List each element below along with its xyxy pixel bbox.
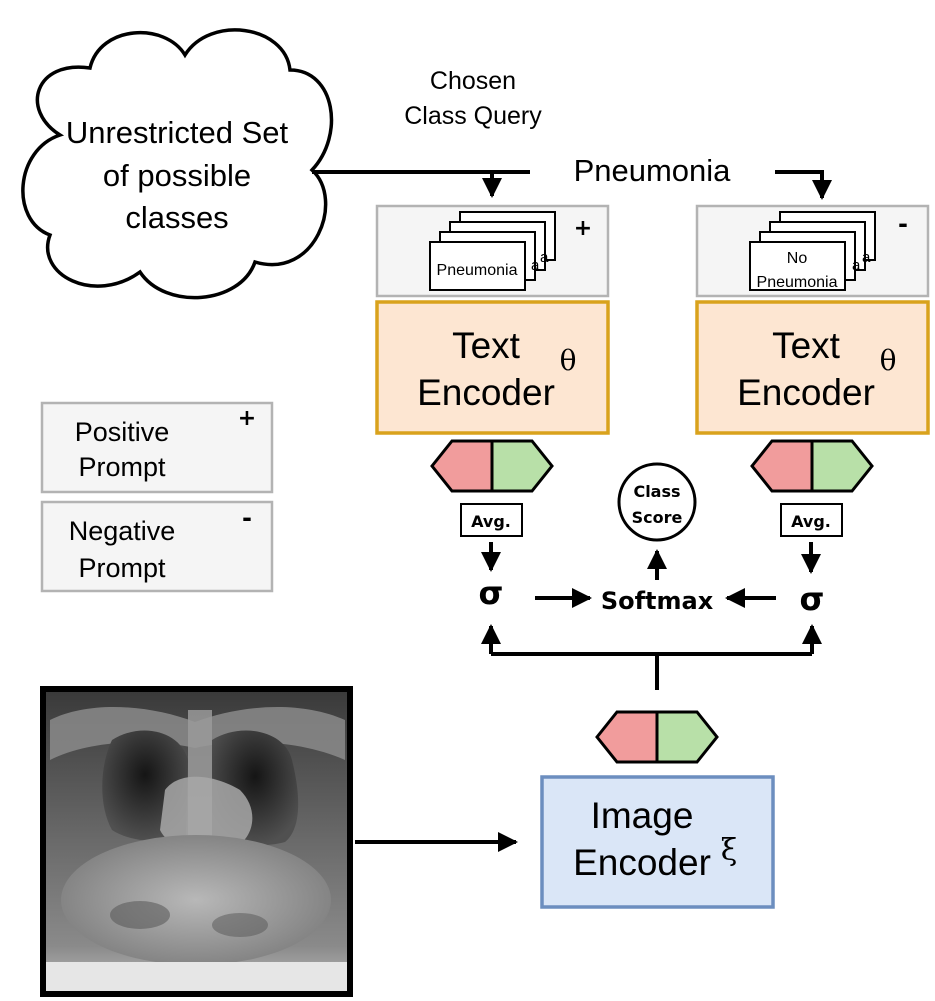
negative-prompt-card-line-1: No (787, 250, 808, 267)
cloud-line-3: classes (125, 200, 228, 235)
class-set-cloud: Unrestricted Set of possible classes (21, 28, 334, 300)
embedding-negative (750, 439, 874, 493)
legend-positive: Positive Prompt + (40, 401, 274, 494)
query-connectors (312, 170, 832, 200)
flow-arrows (355, 542, 822, 852)
positive-prompt-card: Pneumonia (437, 262, 518, 279)
softmax-label: Softmax (601, 587, 714, 615)
query-label-line-2: Class Query (404, 102, 542, 130)
legend-negative-sign: - (242, 504, 252, 532)
prompt-peek-a-2: a (531, 257, 540, 274)
embedding-image (595, 710, 719, 764)
text-encoder-label-2: Encoder (737, 372, 875, 413)
image-encoder-label-2: Encoder (573, 842, 711, 883)
legend-negative-line-2: Prompt (78, 553, 166, 583)
text-encoder-param: θ (880, 344, 897, 377)
text-encoder-positive: Text Encoder θ (375, 300, 610, 435)
text-encoder-label-1: Text (452, 325, 521, 366)
legend-positive-line-1: Positive (75, 417, 170, 447)
cloud-line-1: Unrestricted Set (66, 115, 289, 150)
neg-prompt-peek-a-2: a (852, 257, 861, 274)
embedding-positive (430, 439, 554, 493)
prompt-peek-a-1: a (540, 249, 549, 266)
legend-negative-line-1: Negative (69, 516, 176, 546)
class-score-line-1: Class (633, 482, 680, 501)
image-encoder: Image Encoder ξ (540, 775, 775, 909)
image-encoder-param: ξ (721, 833, 738, 868)
sigma-positive: σ (479, 574, 504, 612)
chest-xray-image (40, 686, 353, 997)
text-encoder-label-1: Text (772, 325, 841, 366)
neg-prompt-peek-a-1: a (862, 249, 871, 266)
negative-prompt-card-line-2: Pneumonia (757, 274, 838, 291)
query-value: Pneumonia (574, 153, 732, 188)
sigma-negative: σ (800, 580, 825, 618)
query-label-line-1: Chosen (430, 67, 516, 95)
text-encoder-label-2: Encoder (417, 372, 555, 413)
avg-label: Avg. (471, 512, 511, 531)
negative-prompts-box: a a No Pneumonia - (695, 204, 930, 298)
cloud-line-2: of possible (103, 158, 251, 193)
positive-prompts-box: a a Pneumonia + (375, 204, 610, 298)
text-encoder-param: θ (560, 344, 577, 377)
avg-label: Avg. (791, 512, 831, 531)
avg-box-negative: Avg. (780, 503, 843, 537)
legend-positive-line-2: Prompt (78, 452, 166, 482)
negative-sign: - (898, 210, 908, 238)
legend-negative: Negative Prompt - (40, 500, 274, 593)
avg-box-positive: Avg. (460, 503, 523, 537)
text-encoder-negative: Text Encoder θ (695, 300, 930, 435)
legend-positive-sign: + (238, 406, 256, 431)
class-score-line-2: Score (632, 508, 683, 527)
class-score-node: Class Score (617, 462, 697, 542)
positive-sign: + (574, 216, 592, 241)
image-encoder-label-1: Image (591, 795, 694, 836)
